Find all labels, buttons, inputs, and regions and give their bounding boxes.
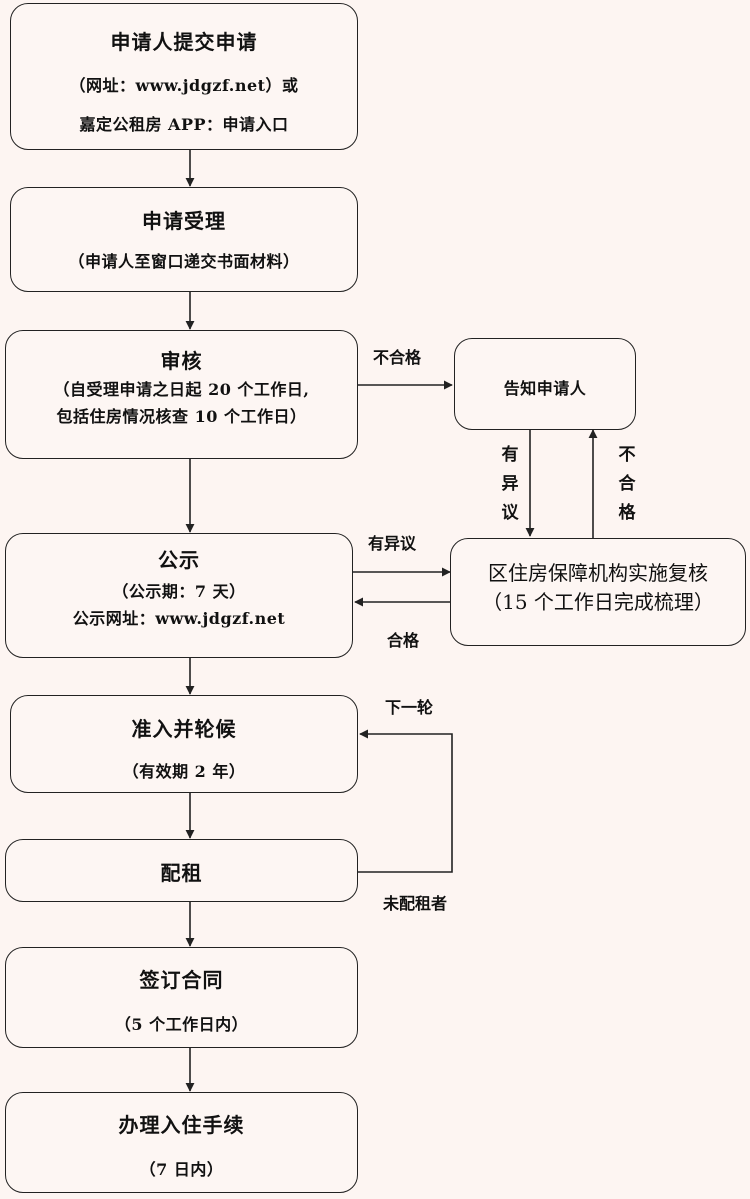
step-accept-note: （申请人至窗口递交书面材料） bbox=[68, 252, 300, 271]
step-allocate-title: 配租 bbox=[160, 861, 203, 885]
label-not-allocated: 未配租者 bbox=[383, 894, 448, 913]
step-review-period: （自受理申请之日起 20 个工作日, bbox=[53, 380, 310, 399]
step-review-title: 审核 bbox=[160, 349, 203, 373]
step-check-in: 办理入住手续 （7 日内） bbox=[5, 1092, 358, 1193]
label-unqualified-vertical: 不 合 格 bbox=[618, 445, 636, 523]
label-qualified: 合格 bbox=[387, 631, 420, 650]
step-allocate-rental: 配租 bbox=[5, 839, 358, 902]
label-objection-vertical: 有 异 议 bbox=[501, 445, 519, 523]
step-accept-application: 申请受理 （申请人至窗口递交书面材料） bbox=[10, 187, 358, 292]
step-review-check: 包括住房情况核查 10 个工作日） bbox=[56, 407, 307, 426]
label-objection-horizontal: 有异议 bbox=[368, 534, 417, 553]
step-contract-title: 签订合同 bbox=[139, 968, 224, 992]
step-queue-title: 准入并轮候 bbox=[131, 717, 237, 741]
step-accept-title: 申请受理 bbox=[142, 209, 226, 233]
arrow-allocate-loop-to-queue bbox=[358, 729, 453, 873]
step-checkin-title: 办理入住手续 bbox=[118, 1113, 245, 1137]
step-publicity: 公示 （公示期：7 天） 公示网址：www.jdgzf.net bbox=[5, 533, 353, 658]
step-contract-deadline: （5 个工作日内） bbox=[114, 1015, 249, 1034]
step-recheck: 区住房保障机构实施复核 （15 个工作日完成梳理） bbox=[450, 538, 746, 646]
step-queue-validity: （有效期 2 年） bbox=[122, 762, 246, 781]
step-admit-queue: 准入并轮候 （有效期 2 年） bbox=[10, 695, 358, 793]
step-notify-title: 告知申请人 bbox=[503, 379, 587, 398]
step-submit-website: （网址：www.jdgzf.net）或 bbox=[69, 76, 299, 95]
step-publicity-period: （公示期：7 天） bbox=[112, 582, 246, 601]
step-submit-application: 申请人提交申请 （网址：www.jdgzf.net）或 嘉定公租房 APP：申请… bbox=[10, 3, 358, 150]
label-next-round: 下一轮 bbox=[385, 698, 434, 717]
step-submit-title: 申请人提交申请 bbox=[110, 30, 258, 54]
step-notify-applicant: 告知申请人 bbox=[454, 338, 636, 430]
step-recheck-note: （15 个工作日完成梳理） bbox=[482, 590, 714, 614]
step-checkin-deadline: （7 日内） bbox=[139, 1160, 224, 1179]
step-publicity-website: 公示网址：www.jdgzf.net bbox=[72, 609, 286, 628]
step-submit-app: 嘉定公租房 APP：申请入口 bbox=[79, 115, 289, 134]
step-sign-contract: 签订合同 （5 个工作日内） bbox=[5, 947, 358, 1048]
step-recheck-title: 区住房保障机构实施复核 bbox=[488, 561, 708, 585]
step-review: 审核 （自受理申请之日起 20 个工作日, 包括住房情况核查 10 个工作日） bbox=[5, 330, 358, 459]
label-unqualified: 不合格 bbox=[373, 348, 422, 367]
step-publicity-title: 公示 bbox=[158, 548, 200, 572]
